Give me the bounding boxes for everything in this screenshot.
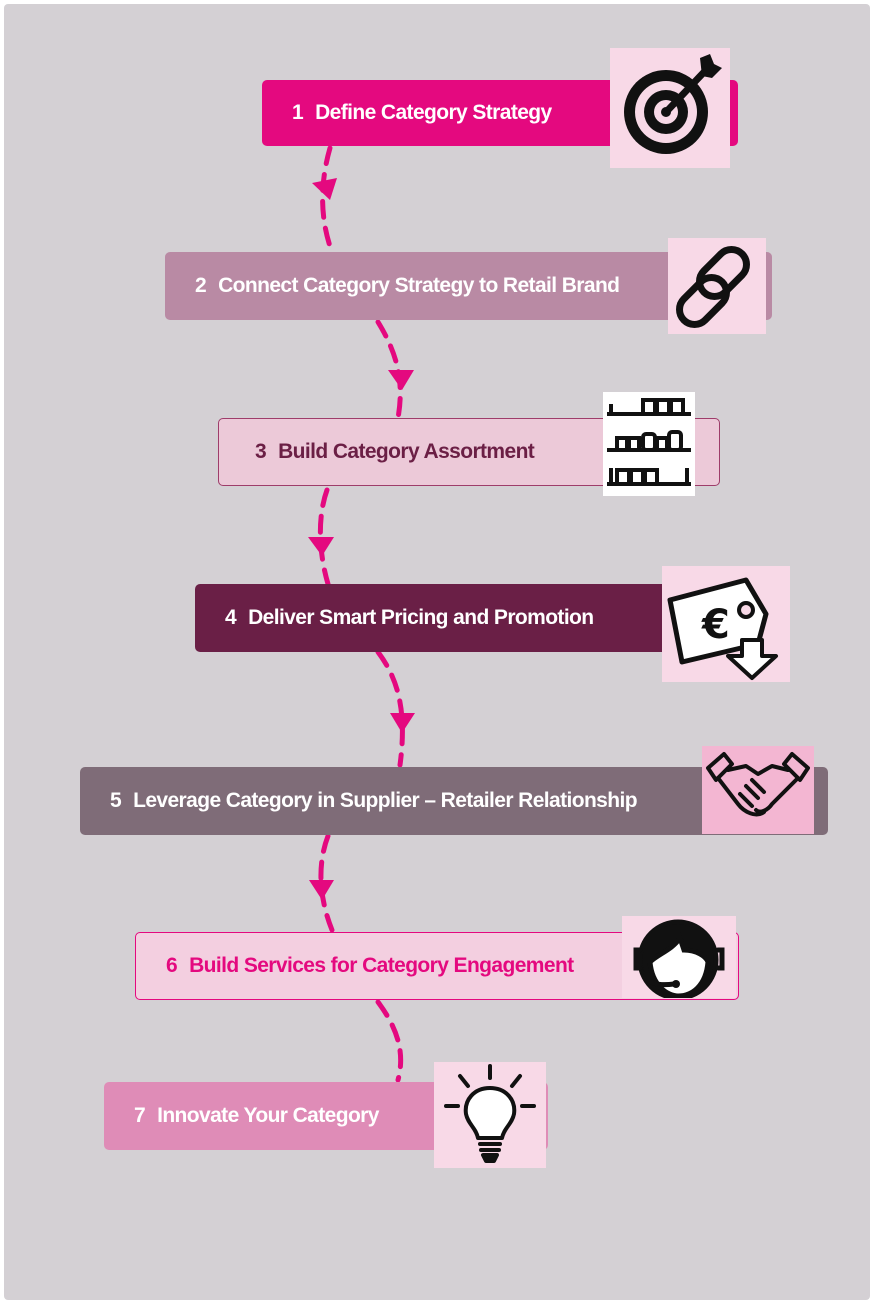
connector-2-3 <box>375 319 403 421</box>
headset-agent-icon <box>622 916 736 998</box>
arrowhead-2 <box>388 370 414 390</box>
svg-text:€: € <box>701 602 730 648</box>
step-title: Define Category Strategy <box>315 101 552 124</box>
lightbulb-icon <box>434 1062 546 1168</box>
step-title: Connect Category Strategy to Retail Bran… <box>218 274 620 297</box>
arrowhead-5 <box>309 880 334 900</box>
arrowhead-4 <box>390 713 415 733</box>
shelves-icon <box>603 392 695 496</box>
arrowhead-1 <box>312 178 337 200</box>
step-title: Build Category Assortment <box>278 440 535 463</box>
step-number: 3 <box>255 440 267 463</box>
connector-1-2 <box>320 145 335 255</box>
step-number: 4 <box>225 606 237 629</box>
arrowhead-3 <box>308 537 334 556</box>
step-title: Deliver Smart Pricing and Promotion <box>248 606 594 629</box>
step-number: 2 <box>195 274 207 297</box>
step-number: 1 <box>292 101 304 124</box>
handshake-icon <box>702 746 814 834</box>
euro-price-tag-icon: € <box>662 566 790 682</box>
chain-link-icon <box>668 238 766 334</box>
step-number: 5 <box>110 789 122 812</box>
step-title: Leverage Category in Supplier – Retailer… <box>133 789 637 812</box>
connector-5-6 <box>318 833 335 933</box>
connector-6-7 <box>375 999 404 1083</box>
connector-3-4 <box>317 487 331 587</box>
step-title: Innovate Your Category <box>157 1104 379 1127</box>
step-number: 6 <box>166 954 178 977</box>
target-arrow-icon <box>610 48 730 168</box>
step-number: 7 <box>134 1104 146 1127</box>
step-title: Build Services for Category Engagement <box>189 954 574 977</box>
connector-4-5 <box>375 649 405 768</box>
